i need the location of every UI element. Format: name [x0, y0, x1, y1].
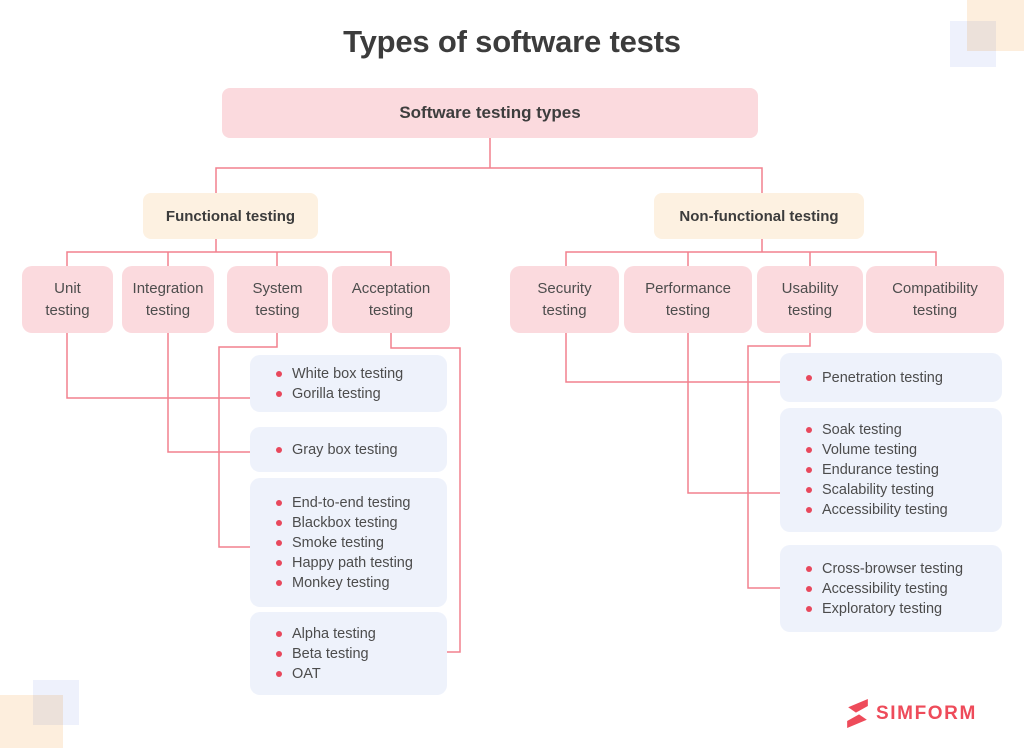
decor-square-blue-top-right [950, 21, 996, 67]
list-item: Gray box testing [276, 440, 439, 460]
bullet-icon [276, 670, 282, 677]
bullet-icon [806, 467, 812, 473]
list-security-testing-types: Penetration testing [780, 353, 1002, 402]
list-item: Smoke testing [276, 533, 439, 553]
bullet-icon [806, 565, 812, 572]
node-functional-testing: Functional testing [143, 193, 318, 239]
node-acceptation-testing: Acceptation testing [332, 266, 450, 333]
list-integration-testing-types: Gray box testing [250, 427, 447, 472]
list-item: Gorilla testing [276, 384, 439, 404]
node-non-functional-testing: Non-functional testing [654, 193, 864, 239]
list-item: Exploratory testing [806, 599, 994, 619]
list-item: Endurance testing [806, 460, 994, 480]
simform-logo-text: SIMFORM [876, 702, 977, 724]
bullet-icon [806, 447, 812, 453]
list-usability-testing-types: Cross-browser testing Accessibility test… [780, 545, 1002, 632]
list-item: Beta testing [276, 644, 439, 664]
list-item: Accessibility testing [806, 500, 994, 520]
simform-logo-icon [847, 699, 868, 728]
bullet-icon [276, 519, 282, 526]
bullet-icon [806, 585, 812, 592]
list-item: Cross-browser testing [806, 559, 994, 579]
page-title: Types of software tests [343, 24, 681, 59]
bullet-icon [276, 650, 282, 657]
bullet-icon [806, 487, 812, 493]
node-usability-testing: Usability testing [757, 266, 863, 333]
node-software-testing-types: Software testing types [222, 88, 758, 138]
list-item: White box testing [276, 364, 439, 384]
bullet-icon [276, 579, 282, 586]
bullet-icon [806, 605, 812, 612]
bullet-icon [276, 630, 282, 637]
list-unit-testing-types: White box testing Gorilla testing [250, 355, 447, 412]
list-item: End-to-end testing [276, 493, 439, 513]
bullet-icon [276, 539, 282, 546]
bullet-icon [276, 370, 282, 377]
list-item: Monkey testing [276, 573, 439, 593]
list-item: Scalability testing [806, 480, 994, 500]
bullet-icon [806, 507, 812, 513]
list-item: Blackbox testing [276, 513, 439, 533]
bullet-icon [806, 427, 812, 433]
list-item: Alpha testing [276, 624, 439, 644]
list-item: Soak testing [806, 420, 994, 440]
bullet-icon [276, 499, 282, 506]
connector-path [66, 137, 937, 653]
list-performance-testing-types: Soak testing Volume testing Endurance te… [780, 408, 1002, 532]
list-item: Penetration testing [806, 368, 994, 388]
list-acceptation-testing-types: Alpha testing Beta testing OAT [250, 612, 447, 695]
node-performance-testing: Performance testing [624, 266, 752, 333]
list-item: Volume testing [806, 440, 994, 460]
node-compatibility-testing: Compatibility testing [866, 266, 1004, 333]
decor-square-peach-bottom-left [0, 695, 63, 748]
list-system-testing-types: End-to-end testing Blackbox testing Smok… [250, 478, 447, 607]
simform-logo: SIMFORM [845, 699, 977, 728]
list-item: Accessibility testing [806, 579, 994, 599]
bullet-icon [276, 446, 282, 453]
node-security-testing: Security testing [510, 266, 619, 333]
list-item: OAT [276, 664, 439, 684]
node-unit-testing: Unit testing [22, 266, 113, 333]
bullet-icon [276, 559, 282, 566]
node-integration-testing: Integration testing [122, 266, 214, 333]
bullet-icon [276, 390, 282, 397]
list-item: Happy path testing [276, 553, 439, 573]
node-system-testing: System testing [227, 266, 328, 333]
bullet-icon [806, 374, 812, 381]
